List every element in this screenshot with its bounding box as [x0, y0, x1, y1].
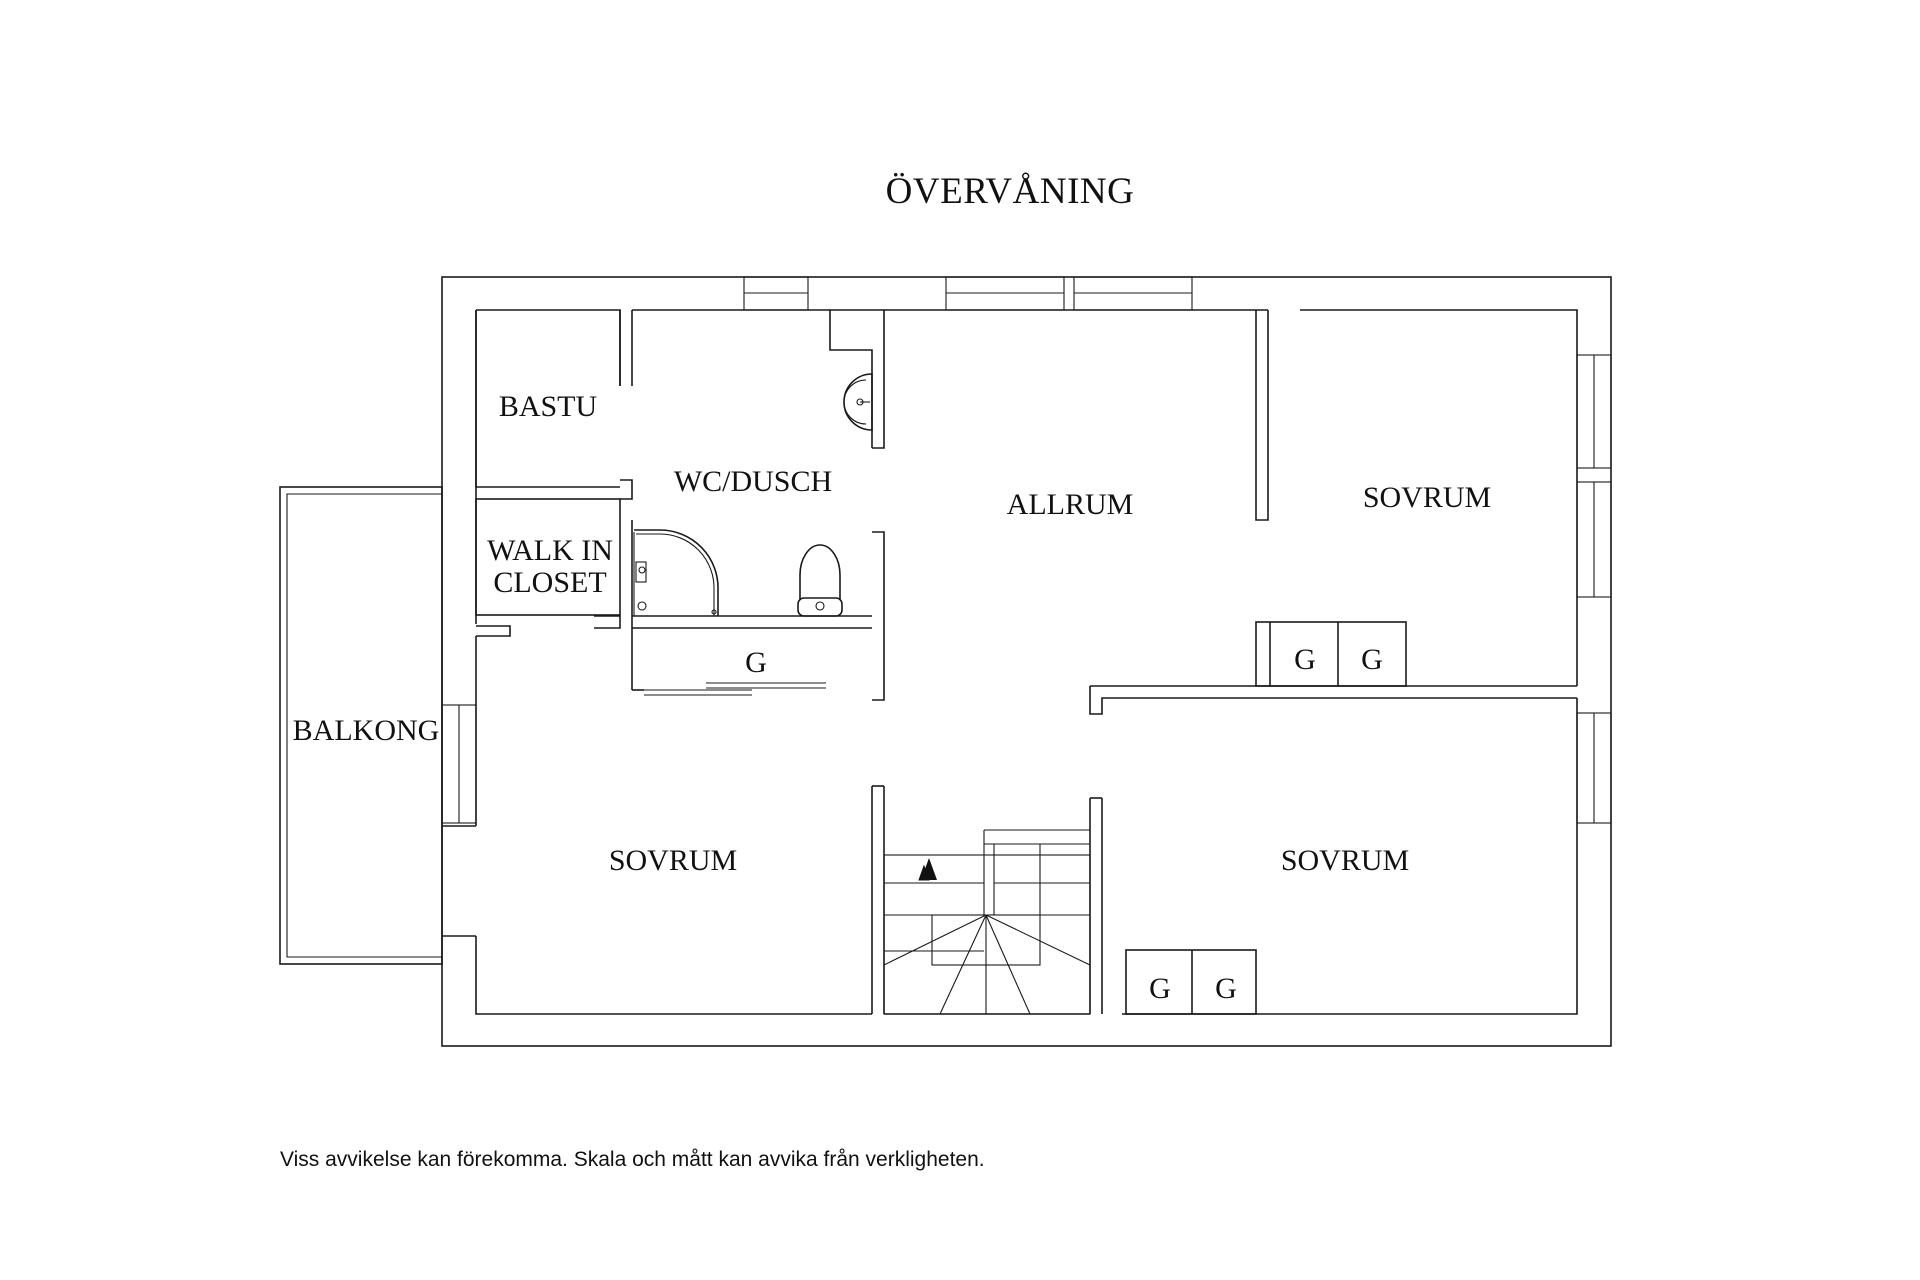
- closet-label-top-right-2: G: [1361, 643, 1383, 676]
- exterior-walls: [441, 276, 1612, 1047]
- fixtures: [633, 373, 873, 617]
- toilet-icon: [797, 544, 843, 617]
- room-label-allrum: ALLRUM: [1007, 488, 1134, 521]
- room-label-sovrum-bottom-left: SOVRUM: [609, 844, 737, 877]
- closet-labels: G G G G G: [745, 643, 1383, 1005]
- shower-icon: [633, 529, 719, 616]
- room-label-bastu: BASTU: [499, 390, 598, 423]
- closet-label-hall: G: [745, 646, 767, 679]
- room-labels: BASTU WC/DUSCH ALLRUM SOVRUM WALK IN CLO…: [293, 390, 1492, 877]
- room-label-sovrum-bottom-right: SOVRUM: [1281, 844, 1409, 877]
- windows: [441, 276, 1612, 824]
- closet-label-bottom-right-2: G: [1215, 972, 1237, 1005]
- room-label-sovrum-top-right: SOVRUM: [1363, 481, 1491, 514]
- closet-label-bottom-right-1: G: [1149, 972, 1171, 1005]
- interior-walls: [475, 309, 1577, 1014]
- closet-label-top-right-1: G: [1294, 643, 1316, 676]
- room-label-walk-in-closet-line2: CLOSET: [493, 566, 606, 599]
- sink-icon: [843, 373, 873, 431]
- staircase: [883, 829, 1091, 1015]
- closets: [1125, 621, 1407, 1015]
- disclaimer-text: Viss avvikelse kan förekomma. Skala och …: [280, 1148, 985, 1171]
- room-label-walk-in-closet-line1: WALK IN: [487, 534, 613, 567]
- floor-title: ÖVERVÅNING: [886, 171, 1135, 212]
- room-label-balkong: BALKONG: [293, 714, 440, 747]
- room-label-wc-dusch: WC/DUSCH: [674, 465, 832, 498]
